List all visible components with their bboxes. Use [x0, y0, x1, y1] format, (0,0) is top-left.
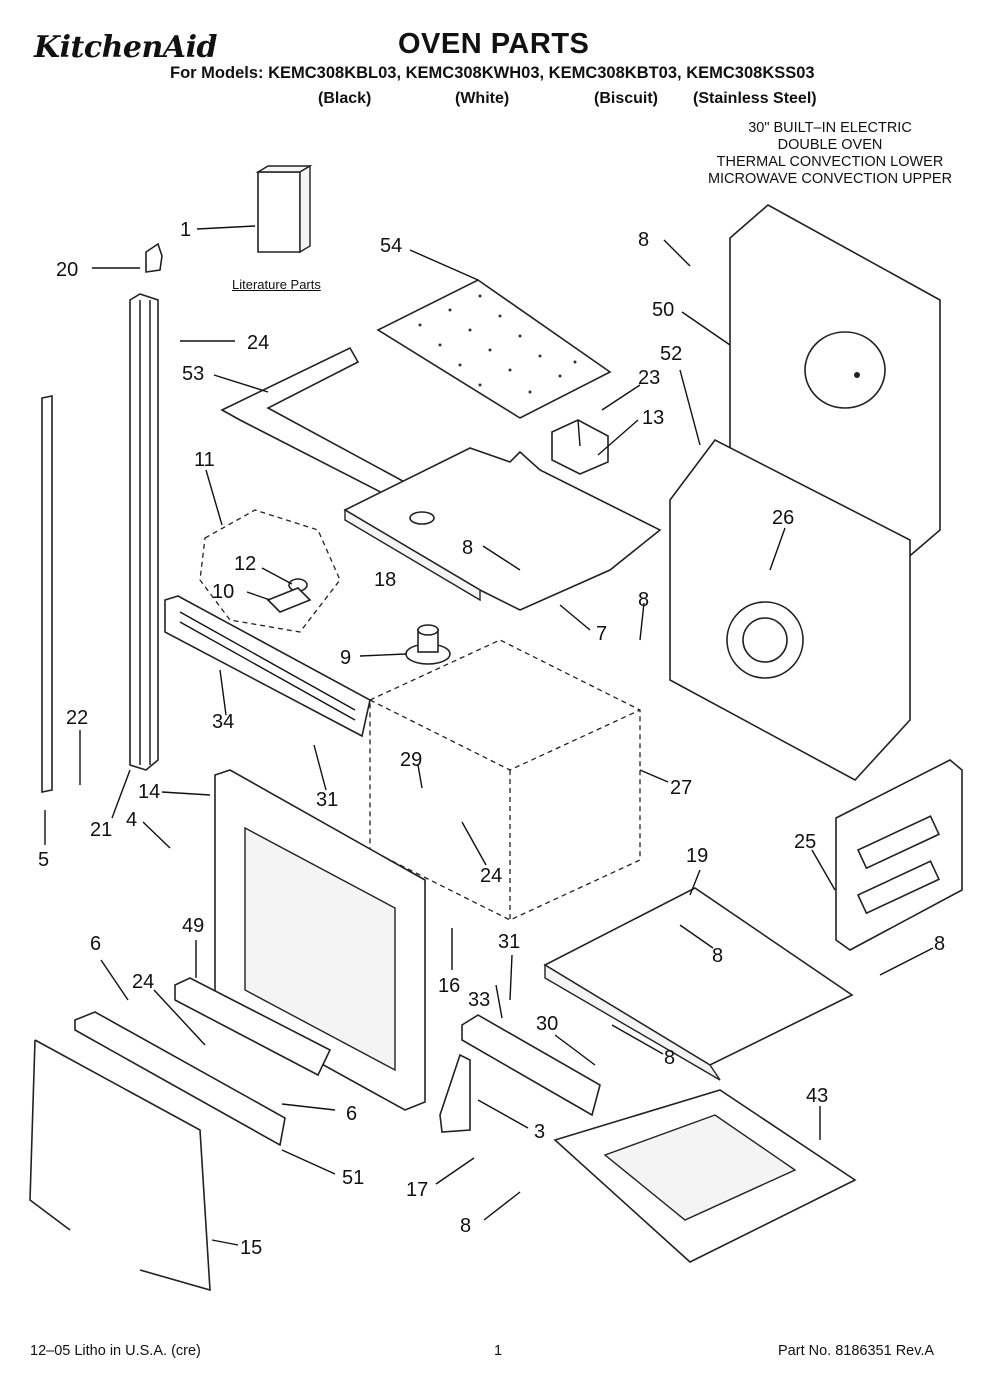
callout: 22 [66, 707, 88, 729]
callout: 10 [212, 581, 234, 603]
part-top-cover-plate [343, 447, 662, 611]
callout: 24 [480, 865, 502, 887]
part-bottom-pan [553, 1089, 857, 1263]
callout: 3 [534, 1121, 545, 1143]
callout: 8 [934, 933, 945, 955]
callout: 6 [346, 1103, 357, 1125]
callout: 49 [182, 915, 204, 937]
callout: 15 [240, 1237, 262, 1259]
part-channel [174, 977, 332, 1077]
callout: 8 [638, 589, 649, 611]
callout: 54 [380, 235, 402, 257]
callout: 8 [712, 945, 723, 967]
part-relay [551, 419, 609, 475]
callout: 27 [670, 777, 692, 799]
callout: 25 [794, 831, 816, 853]
part-vent-frame [220, 346, 414, 504]
callout: 29 [400, 749, 422, 771]
callout: 51 [342, 1167, 364, 1189]
callout: 9 [340, 647, 351, 669]
page-title: OVEN PARTS [398, 28, 590, 60]
callout: 50 [652, 299, 674, 321]
callout: 43 [806, 1085, 828, 1107]
footer-page-number: 1 [494, 1343, 503, 1359]
callout: 5 [38, 849, 49, 871]
callout: 13 [642, 407, 664, 429]
callout: 8 [664, 1047, 675, 1069]
callout: 19 [686, 845, 708, 867]
part-bottom-shelf [543, 887, 854, 1081]
callout: 26 [772, 507, 794, 529]
literature-parts-label: Literature Parts [232, 277, 321, 292]
callout: 14 [138, 781, 160, 803]
desc-line: THERMAL CONVECTION LOWER [716, 154, 944, 170]
callout: 21 [90, 819, 112, 841]
callout: 11 [194, 449, 215, 471]
part-bracket [439, 1053, 471, 1133]
part-lower-trim [74, 1011, 286, 1147]
part-insulation-panel [376, 279, 612, 419]
part-tag [145, 242, 163, 273]
color-biscuit: (Biscuit) [594, 90, 658, 107]
footer-litho: 12–05 Litho in U.S.A. (cre) [30, 1343, 201, 1359]
callout: 7 [596, 623, 607, 645]
callout: 1 [180, 219, 191, 241]
footer-part-number: Part No. 8186351 Rev.A [778, 1343, 935, 1359]
part-vertical-strip [41, 395, 53, 793]
part-light-lens [266, 587, 312, 613]
part-rear-panel [729, 204, 941, 561]
callout: 52 [660, 343, 682, 365]
callout: 4 [126, 809, 137, 831]
callout: 24 [247, 332, 269, 354]
color-stainless: (Stainless Steel) [693, 90, 817, 107]
part-convection-housing [669, 438, 911, 782]
callout: 23 [638, 367, 660, 389]
callout: 17 [406, 1179, 428, 1201]
part-side-trim [129, 293, 159, 771]
desc-line: DOUBLE OVEN [777, 137, 883, 153]
callout: 31 [316, 789, 338, 811]
callout: 18 [374, 569, 396, 591]
part-vent-grille [164, 595, 371, 738]
desc-line: 30" BUILT–IN ELECTRIC [748, 120, 912, 136]
part-light-kit-outline [199, 509, 341, 633]
callout: 16 [438, 975, 460, 997]
part-door-gasket [29, 1039, 211, 1292]
part-convection-cover [835, 759, 963, 951]
oven-description: 30" BUILT–IN ELECTRIC DOUBLE OVEN THERMA… [680, 120, 980, 188]
part-fan-motor [405, 624, 451, 665]
models-line: For Models: KEMC308KBL03, KEMC308KWH03, … [170, 64, 815, 82]
leader-lines [44, 225, 934, 1246]
part-support-rail [461, 1014, 601, 1117]
callout: 20 [56, 259, 78, 281]
callout: 12 [234, 553, 256, 575]
color-white: (White) [455, 90, 510, 107]
callout: 8 [638, 229, 649, 251]
callout: 33 [468, 989, 490, 1011]
callout: 24 [132, 971, 154, 993]
callout: 8 [460, 1215, 471, 1237]
desc-line: MICROWAVE CONVECTION UPPER [707, 171, 953, 187]
callout: 8 [462, 537, 473, 559]
kitchenaid-logo: KitchenAid [34, 30, 217, 65]
callout: 31 [498, 931, 520, 953]
color-black: (Black) [318, 90, 372, 107]
part-literature-booklet [255, 164, 313, 254]
callout: 53 [182, 363, 204, 385]
callout: 30 [536, 1013, 558, 1035]
callout: 6 [90, 933, 101, 955]
callout: 34 [212, 711, 234, 733]
callout-numbers: 1 20 24 54 8 50 53 52 23 13 11 26 12 8 1… [38, 219, 945, 1259]
